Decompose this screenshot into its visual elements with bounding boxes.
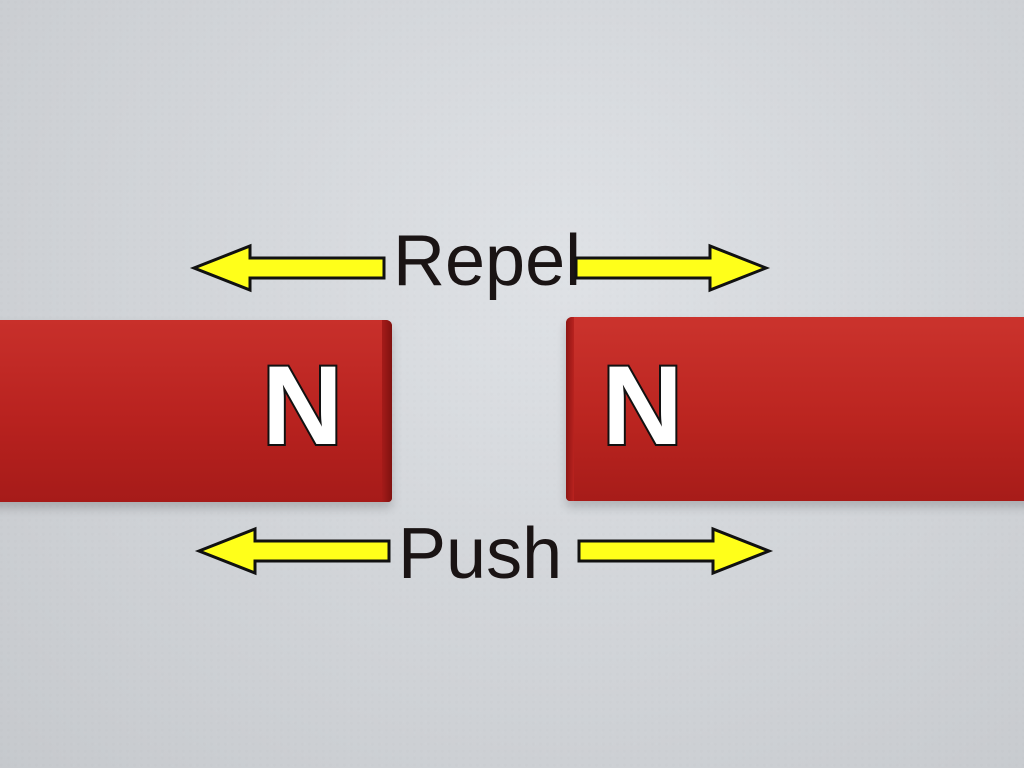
repel-caption: Repel xyxy=(393,221,582,301)
left-bar-magnet xyxy=(0,320,392,502)
arrow-left-icon xyxy=(189,243,386,293)
right-magnet-pole-label: N xyxy=(600,343,685,468)
arrow-right-icon xyxy=(577,526,774,576)
arrow-right-icon xyxy=(574,243,771,293)
push-caption: Push xyxy=(398,514,563,594)
arrow-left-icon xyxy=(194,526,391,576)
right-bar-magnet xyxy=(566,317,1024,501)
left-magnet-pole-label: N xyxy=(260,343,345,468)
